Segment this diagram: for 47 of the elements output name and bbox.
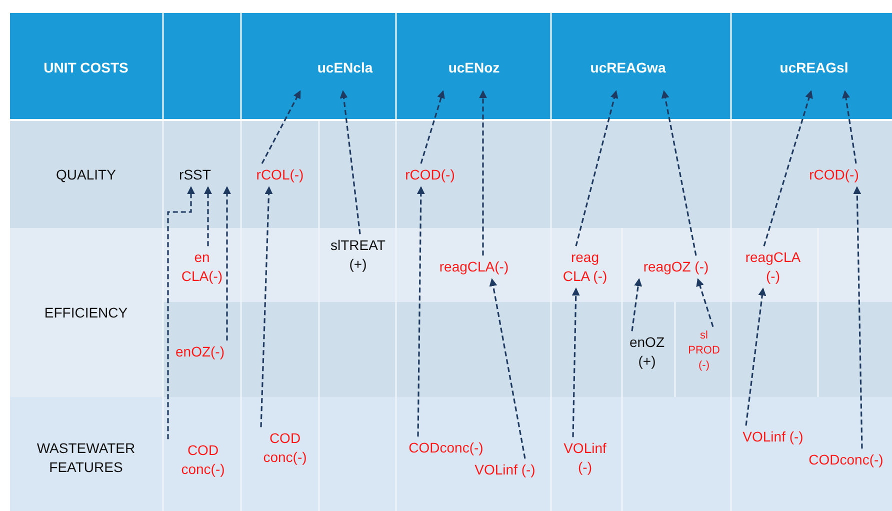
column-header: ucENcla	[316, 58, 374, 78]
dashed-arrow	[853, 186, 863, 449]
variable-label: COD conc(-)	[262, 429, 308, 467]
variable-label: rCOL(-)	[255, 166, 305, 184]
variable-label: rSST	[178, 166, 212, 184]
dashed-arrow	[223, 186, 231, 341]
variable-label: reag CLA (-)	[562, 248, 608, 286]
dashed-arrow	[696, 278, 714, 327]
variable-label: slTREAT (+)	[330, 236, 386, 274]
dashed-arrow	[420, 90, 445, 164]
variable-label: VOLinf (-)	[562, 439, 608, 477]
dashed-arrow	[167, 186, 195, 440]
dashed-arrow	[575, 90, 618, 246]
variable-label: rCOD(-)	[404, 166, 456, 184]
dashed-arrow	[261, 90, 301, 164]
variable-label: COD conc(-)	[180, 441, 226, 479]
variable-label: reagOZ (-)	[642, 258, 710, 276]
variable-label: rCOD(-)	[808, 166, 860, 184]
variable-label: reagCLA (-)	[744, 248, 802, 286]
dashed-arrow	[763, 90, 813, 246]
dashed-arrow	[745, 288, 766, 426]
variable-label: enOZ (+)	[628, 333, 666, 371]
dashed-arrow	[572, 288, 580, 438]
dashed-arrow	[479, 90, 487, 256]
row-header: WASTEWATER FEATURES	[36, 439, 136, 477]
row-header: EFFICIENCY	[43, 304, 129, 322]
dashed-arrow	[204, 186, 212, 246]
variable-label: enOZ(-)	[174, 342, 226, 362]
dashed-arrow	[340, 90, 361, 234]
dashed-arrow	[489, 278, 526, 459]
dashed-arrow	[416, 186, 425, 437]
dashed-arrow	[260, 186, 273, 428]
variable-label: CODconc(-)	[808, 450, 884, 470]
dashed-arrow	[842, 90, 857, 164]
row-header: UNIT COSTS	[42, 58, 130, 78]
variable-label: CODconc(-)	[408, 438, 484, 458]
variable-label: VOLinf (-)	[474, 460, 536, 480]
column-header: ucENoz	[447, 58, 501, 78]
column-header: ucREAGwa	[589, 58, 667, 78]
dashed-arrow	[631, 278, 642, 332]
dashed-arrow	[661, 90, 697, 256]
variable-label: reagCLA(-)	[438, 258, 510, 276]
column-header: ucREAGsl	[778, 58, 850, 78]
variable-label: en CLA(-)	[180, 248, 224, 286]
row-header: QUALITY	[55, 166, 117, 184]
variable-label: VOLinf (-)	[742, 428, 804, 446]
variable-label: sl PROD (-)	[687, 328, 721, 374]
